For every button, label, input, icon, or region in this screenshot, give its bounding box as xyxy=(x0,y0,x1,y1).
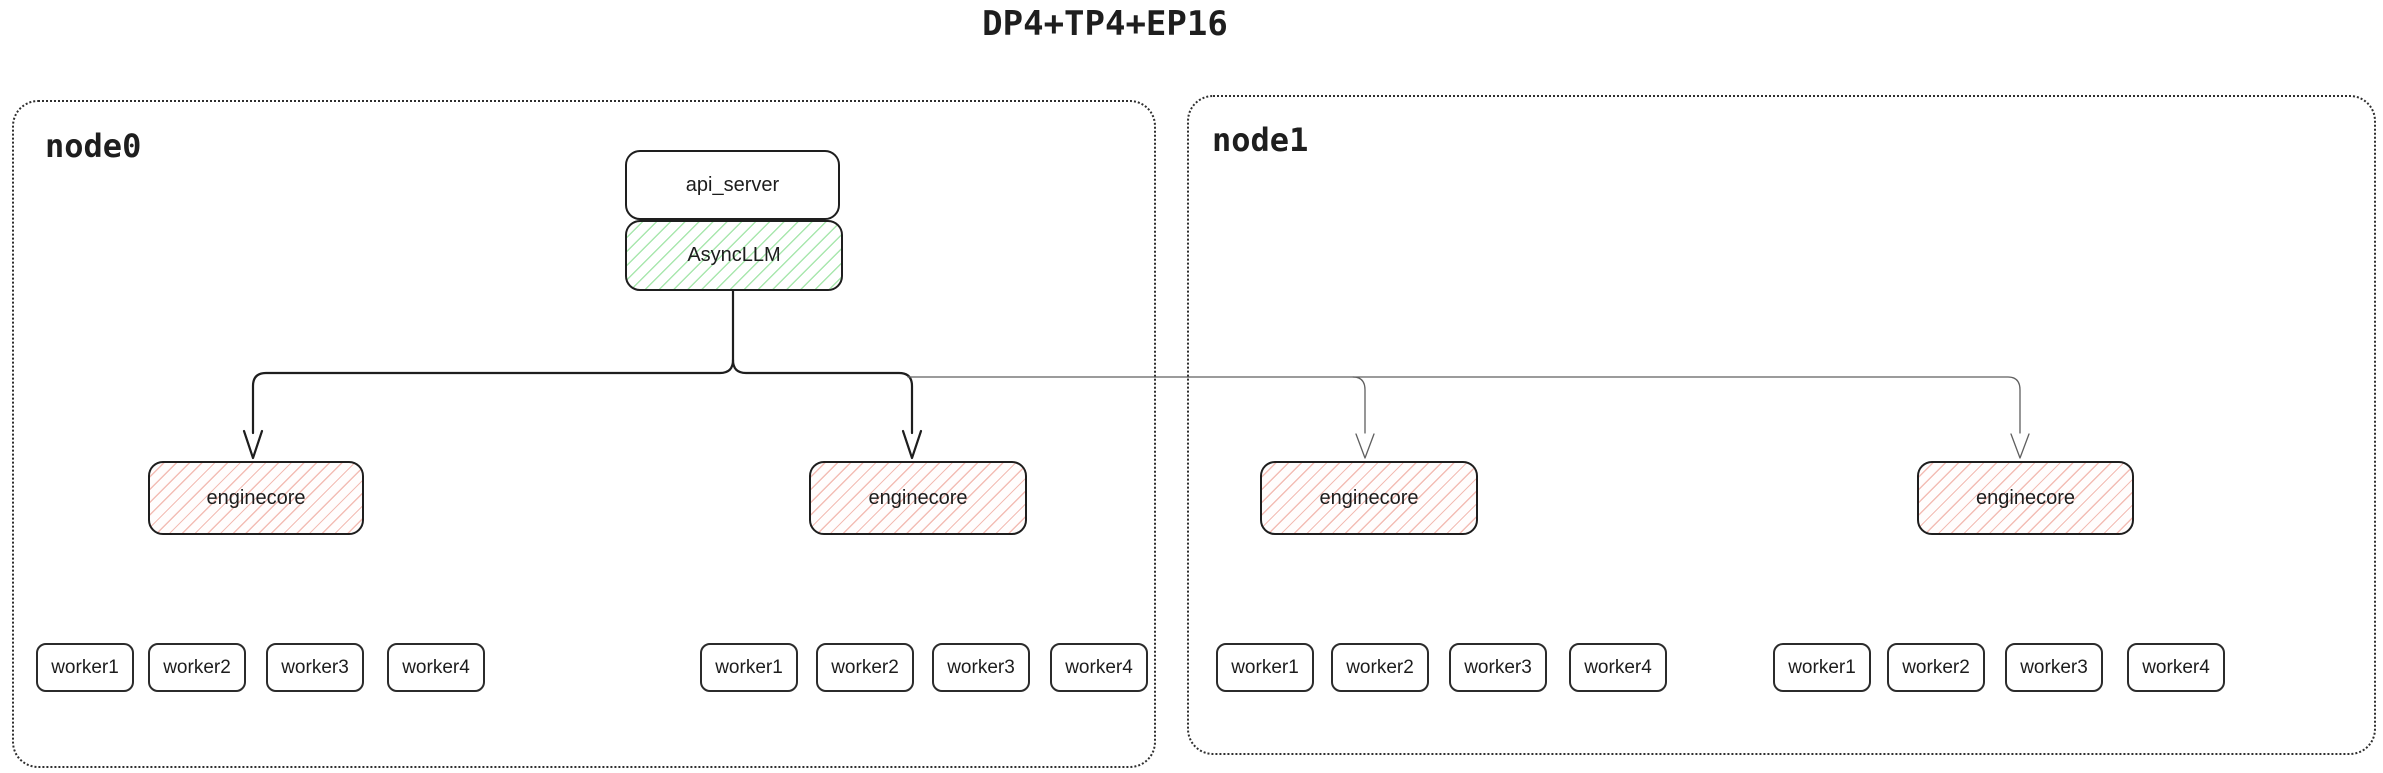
node0-group2-worker1: worker1 xyxy=(700,643,798,692)
node0-group1-worker4: worker4 xyxy=(387,643,485,692)
node1-group1-worker3: worker3 xyxy=(1449,643,1547,692)
diagram-title: DP4+TP4+EP16 xyxy=(982,4,1228,44)
node1-group1-worker4: worker4 xyxy=(1569,643,1667,692)
node1-group2-worker3: worker3 xyxy=(2005,643,2103,692)
enginecore1-label: enginecore xyxy=(206,486,306,509)
node1-group2-worker2: worker2 xyxy=(1887,643,1985,692)
node0-group1-worker2: worker2 xyxy=(148,643,246,692)
enginecore3-label: enginecore xyxy=(1319,486,1419,509)
enginecore1-box: enginecore xyxy=(148,461,364,535)
node0-group2-worker2: worker2 xyxy=(816,643,914,692)
node1-label: node1 xyxy=(1212,121,1309,159)
node0-group2-worker3: worker3 xyxy=(932,643,1030,692)
enginecore2-box: enginecore xyxy=(809,461,1027,535)
node1-group1-worker2: worker2 xyxy=(1331,643,1429,692)
node1-group2-worker1: worker1 xyxy=(1773,643,1871,692)
api-server-box: api_server xyxy=(625,150,840,220)
node0-group2-worker4: worker4 xyxy=(1050,643,1148,692)
async-llm-box: AsyncLLM xyxy=(625,220,843,291)
api-server-label: api_server xyxy=(685,173,780,196)
node0-group1-worker1: worker1 xyxy=(36,643,134,692)
node0-container xyxy=(12,100,1156,768)
enginecore2-label: enginecore xyxy=(868,486,968,509)
node1-group1-worker1: worker1 xyxy=(1216,643,1314,692)
node0-group1-worker3: worker3 xyxy=(266,643,364,692)
node0-label: node0 xyxy=(45,127,142,165)
enginecore3-box: enginecore xyxy=(1260,461,1478,535)
enginecore4-label: enginecore xyxy=(1976,486,2075,509)
enginecore4-box: enginecore xyxy=(1917,461,2134,535)
node1-group2-worker4: worker4 xyxy=(2127,643,2225,692)
async-llm-label: AsyncLLM xyxy=(687,244,781,266)
